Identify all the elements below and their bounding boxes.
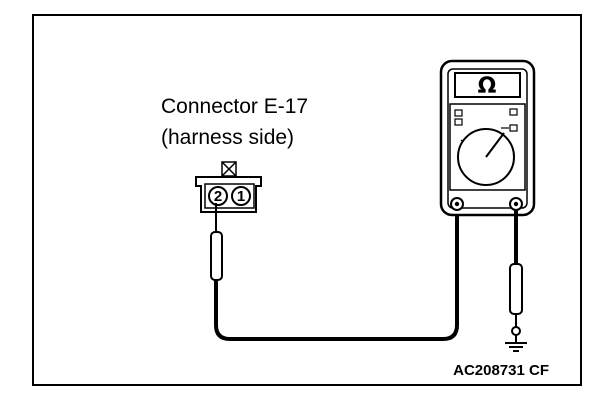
ground-icon — [505, 335, 527, 352]
meter-jack-left-center — [454, 201, 460, 207]
probe-left-handle — [210, 231, 223, 281]
meter-dial-pointer — [485, 132, 505, 158]
pin-1-label: 1 — [237, 188, 245, 205]
probe-right-contact — [511, 326, 521, 336]
connector-label-line1: Connector E-17 — [161, 95, 308, 118]
pin-2-label: 2 — [214, 188, 222, 205]
test-lead — [214, 207, 459, 341]
meter-jack-right-center — [513, 201, 519, 207]
meter-display-value: Ω — [478, 74, 497, 99]
pin-1-circle — [231, 186, 251, 206]
meter-inner-border — [447, 68, 528, 209]
meter-display — [454, 72, 521, 98]
probe-right — [509, 263, 523, 336]
figure-code: AC208731 CF — [453, 362, 549, 379]
figure-frame — [32, 14, 582, 386]
meter-mark-d — [509, 124, 518, 132]
connector-label-line2: (harness side) — [161, 126, 294, 149]
meter-mark-c — [509, 108, 518, 116]
meter-mark-a — [454, 109, 463, 117]
connector-lock-cross-b — [221, 161, 237, 177]
probe-right-handle — [509, 263, 523, 315]
multimeter: Ω — [439, 59, 536, 217]
meter-mark-b — [454, 118, 463, 126]
pin-2-circle — [208, 186, 228, 206]
probe-left — [210, 203, 223, 281]
connector-e17: 2 1 — [195, 161, 262, 213]
